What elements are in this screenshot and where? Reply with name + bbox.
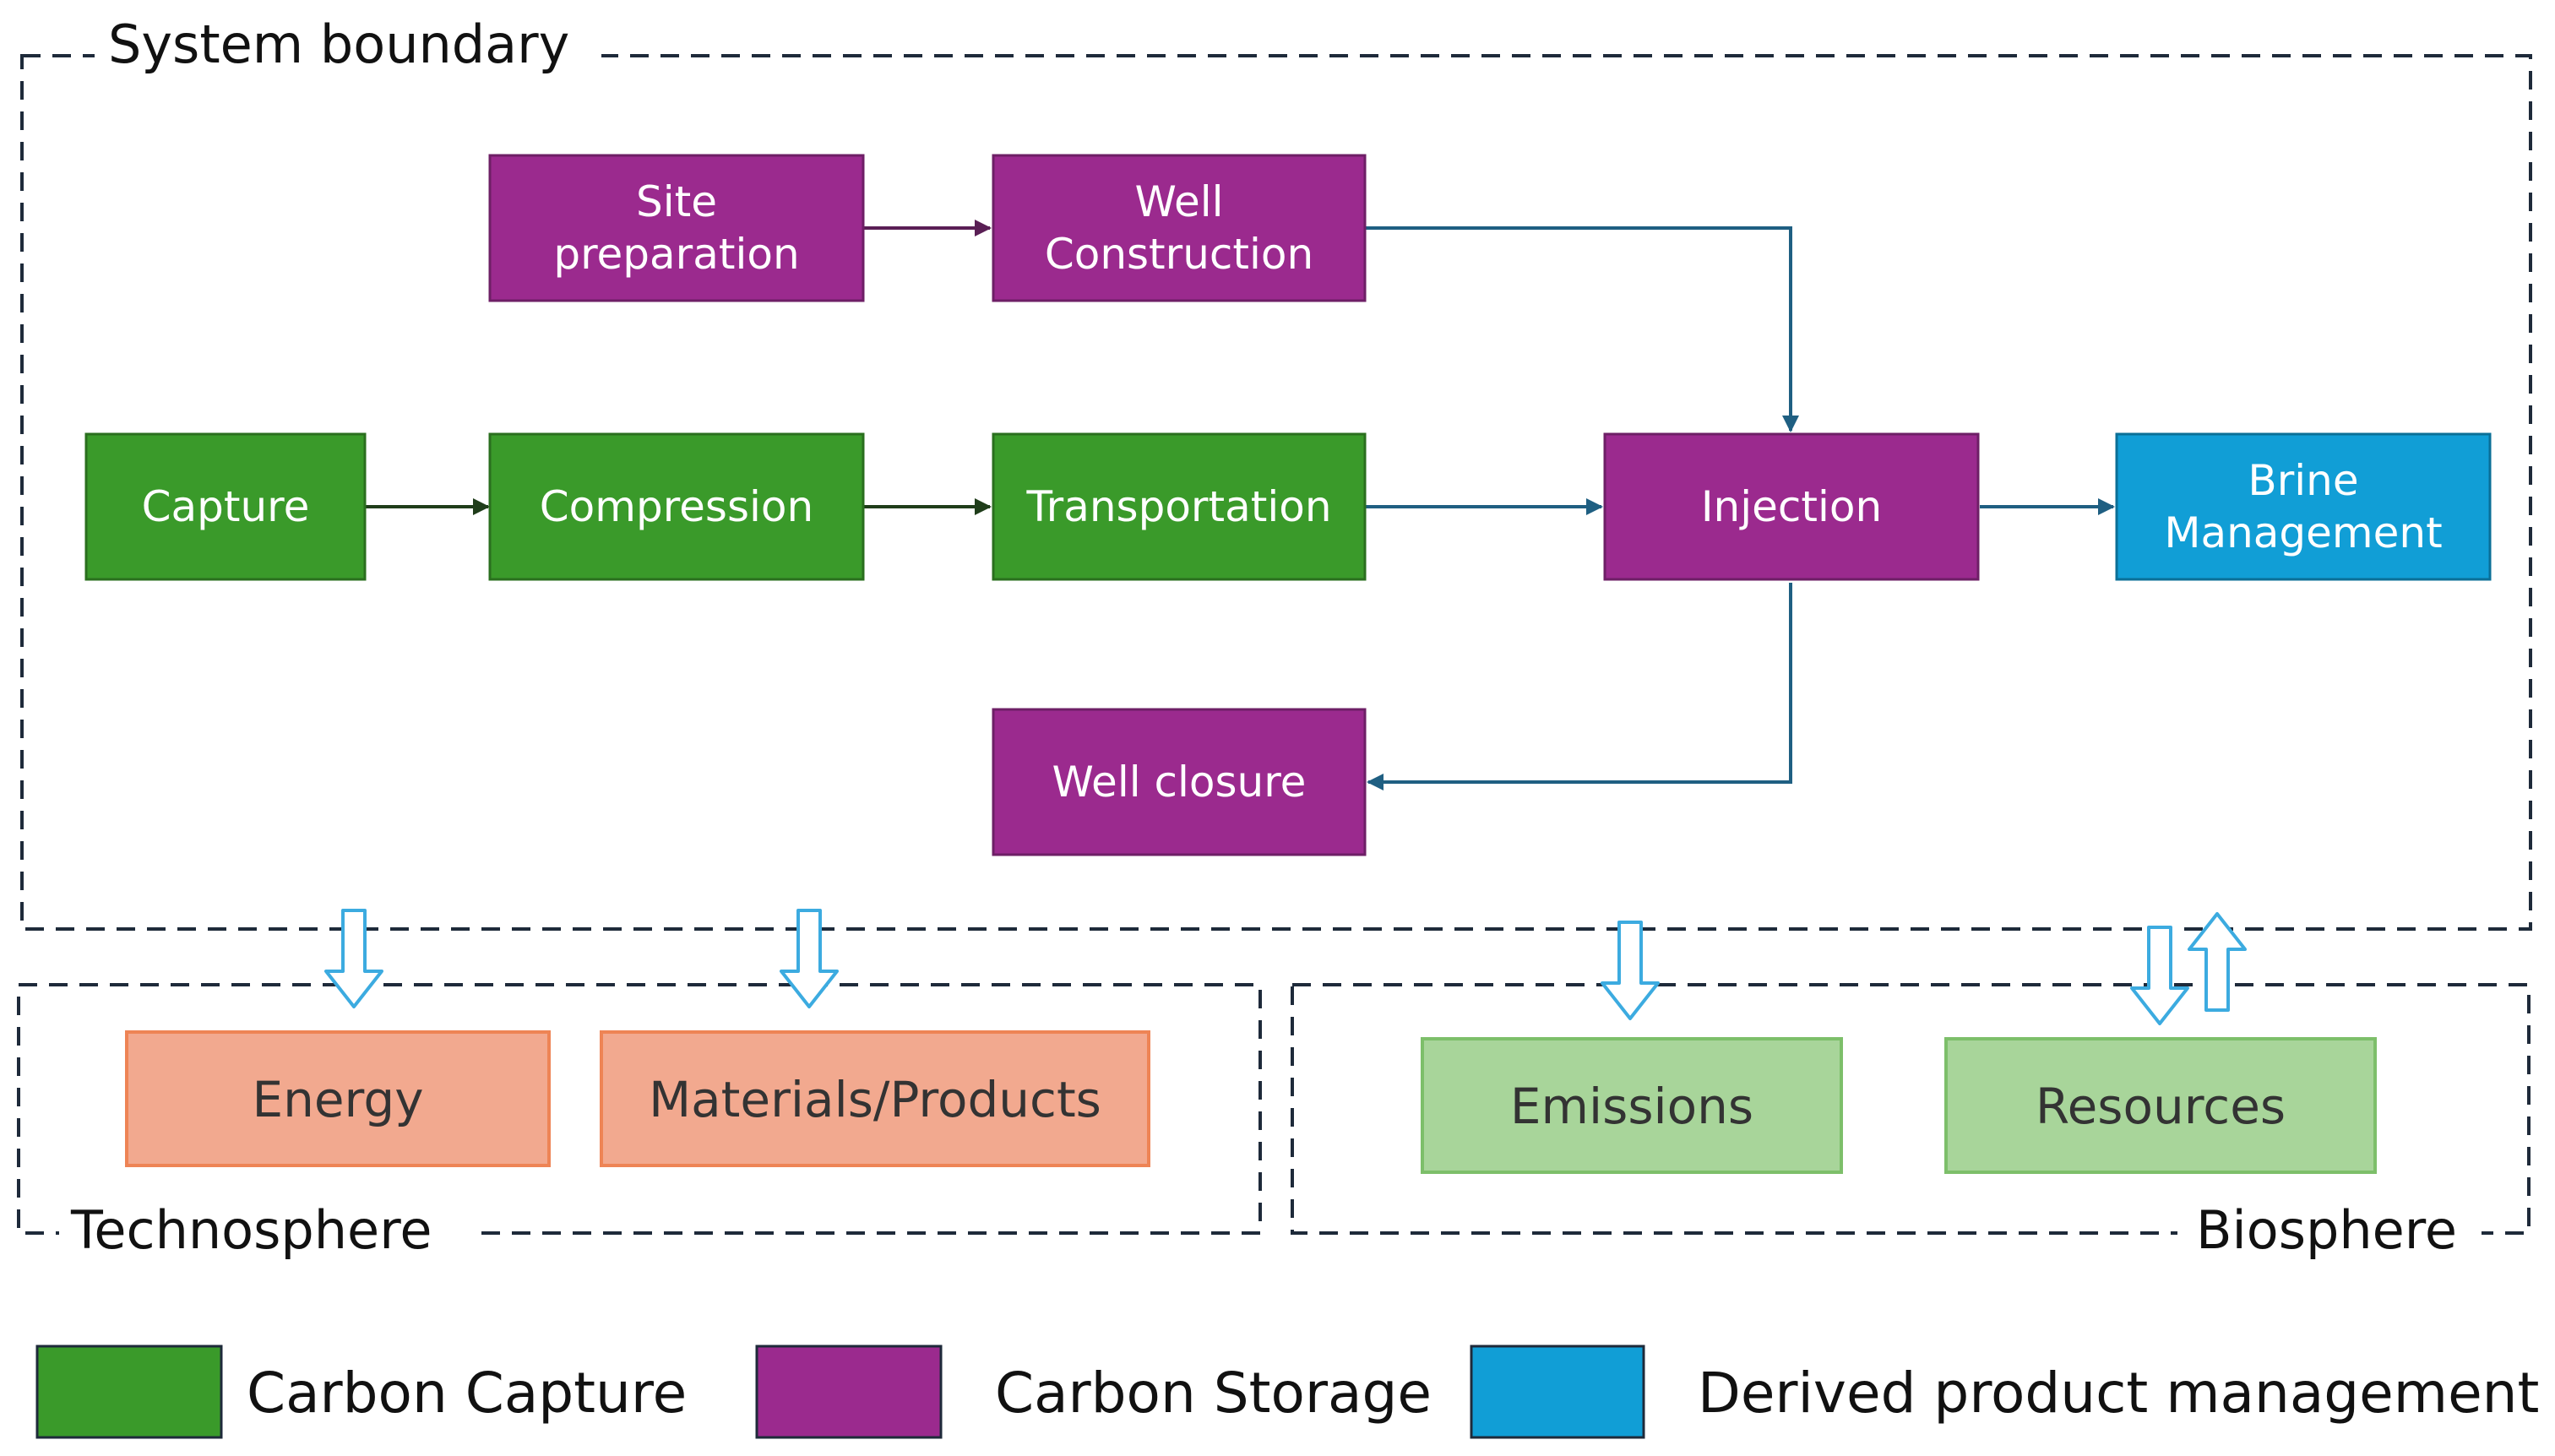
- output-emissions-label: Emissions: [1510, 1078, 1753, 1135]
- legend-swatch-carbon-capture: [35, 1345, 223, 1439]
- node-well-construction-line2: Construction: [1045, 230, 1313, 279]
- flow-arrow-to-emissions: [1601, 921, 1660, 1020]
- legend-item-carbon-storage: Carbon Storage: [755, 1345, 1432, 1439]
- flow-arrow-to-resources: [2130, 926, 2189, 1025]
- system-boundary-label: System boundary: [108, 14, 569, 75]
- node-brine-management-line2: Management: [2164, 508, 2442, 557]
- node-well-closure-label: Well closure: [1052, 758, 1307, 807]
- output-energy-label: Energy: [252, 1071, 423, 1128]
- legend-label-derived-product-management: Derived product management: [1698, 1361, 2539, 1426]
- node-site-preparation-line1: Site: [636, 177, 717, 226]
- node-brine-management-line1: Brine: [2248, 456, 2358, 505]
- node-injection: Injection: [1603, 432, 1980, 581]
- arrow-injection-to-closure: [1367, 583, 1792, 790]
- node-capture: Capture: [84, 432, 367, 581]
- output-materials-products-label: Materials/Products: [649, 1071, 1101, 1128]
- output-resources-label: Resources: [2036, 1078, 2286, 1135]
- node-site-preparation-line2: preparation: [553, 230, 799, 279]
- node-site-preparation: Site preparation: [488, 154, 865, 302]
- node-well-closure: Well closure: [992, 708, 1367, 856]
- technosphere-label: Technosphere: [70, 1199, 432, 1261]
- legend: Carbon Capture Carbon Storage Derived pr…: [35, 1345, 2539, 1439]
- flow-arrow-from-resources: [2188, 912, 2247, 1012]
- legend-item-derived-product-management: Derived product management: [1470, 1345, 2539, 1439]
- legend-swatch-derived-product-management: [1470, 1345, 1645, 1439]
- legend-label-carbon-storage: Carbon Storage: [995, 1361, 1432, 1426]
- legend-item-carbon-capture: Carbon Capture: [35, 1345, 687, 1439]
- output-emissions: Emissions: [1421, 1037, 1843, 1174]
- flow-arrow-to-materials: [780, 909, 839, 1008]
- output-materials-products: Materials/Products: [600, 1030, 1150, 1167]
- system-boundary-frame: [20, 54, 2532, 931]
- node-well-construction-line1: Well: [1134, 177, 1223, 226]
- biosphere-frame: [1291, 983, 2531, 1235]
- technosphere-frame: [17, 983, 1262, 1235]
- node-brine-management: Brine Management: [2115, 432, 2492, 581]
- node-compression: Compression: [488, 432, 865, 581]
- arrow-well-to-injection: [1365, 226, 1799, 432]
- flow-arrow-to-energy: [324, 909, 383, 1008]
- node-injection-label: Injection: [1701, 482, 1882, 531]
- biosphere-label: Biosphere: [2196, 1199, 2457, 1261]
- node-compression-label: Compression: [540, 482, 813, 531]
- output-resources: Resources: [1944, 1037, 2377, 1174]
- legend-swatch-carbon-storage: [755, 1345, 943, 1439]
- node-transportation-label: Transportation: [1025, 482, 1331, 531]
- node-well-construction: Well Construction: [992, 154, 1367, 302]
- node-transportation: Transportation: [992, 432, 1367, 581]
- node-capture-label: Capture: [142, 482, 310, 531]
- legend-label-carbon-capture: Carbon Capture: [247, 1361, 687, 1426]
- output-energy: Energy: [125, 1030, 551, 1167]
